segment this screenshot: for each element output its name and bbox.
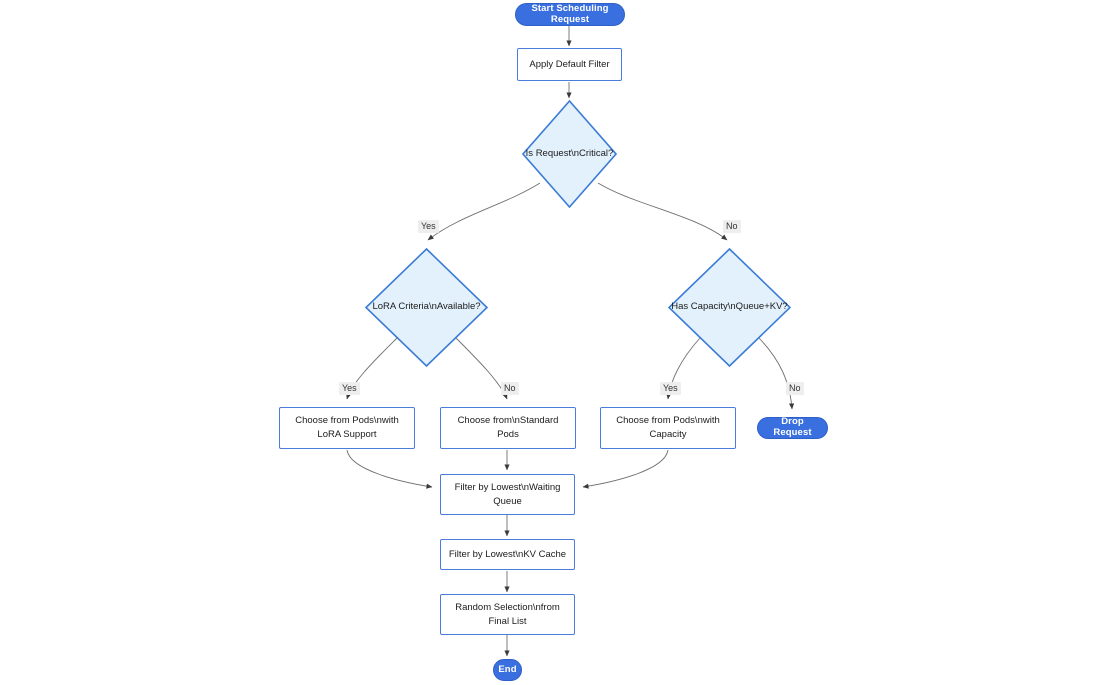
edge-label-lora-no: No	[501, 382, 519, 395]
edge-label-critical-no-text: No	[726, 221, 738, 231]
edge-label-lora-yes-text: Yes	[342, 383, 357, 393]
node-has-capacity[interactable]: Has Capacity\nQueue+KV?	[668, 248, 791, 367]
node-choose-capacity-pods[interactable]: Choose from Pods\nwith Capacity	[600, 407, 736, 449]
node-filter-kv-cache[interactable]: Filter by Lowest\nKV Cache	[440, 539, 575, 570]
edge-chooselora-to-filterqueue	[346, 449, 433, 489]
node-filter-waiting-queue[interactable]: Filter by Lowest\nWaiting Queue	[440, 474, 575, 515]
edge-label-critical-yes: Yes	[418, 220, 439, 233]
node-choose-lora-pods-line2: LoRA Support	[317, 429, 377, 440]
edge-label-capacity-yes-text: Yes	[663, 383, 678, 393]
node-is-request-critical-label: Is Request\nCritical?	[525, 147, 614, 159]
node-apply-default-filter[interactable]: Apply Default Filter	[517, 48, 622, 81]
node-drop-request-label: Drop Request	[773, 416, 812, 438]
edge-critical-to-capacity	[597, 182, 728, 241]
node-start[interactable]: Start Scheduling Request	[515, 3, 625, 26]
node-choose-lora-pods-line1: Choose from Pods\nwith	[295, 415, 399, 427]
node-filter-kv-cache-label: Filter by Lowest\nKV Cache	[448, 548, 567, 560]
edge-label-critical-no: No	[723, 220, 741, 233]
node-random-selection-line1: Random Selection\nfrom	[455, 601, 560, 613]
edge-label-capacity-no-text: No	[789, 383, 801, 393]
edge-label-capacity-yes: Yes	[660, 382, 681, 395]
node-start-label: Start Scheduling Request	[531, 2, 609, 25]
node-apply-default-filter-label: Apply Default Filter	[529, 58, 610, 70]
node-choose-capacity-pods-line1: Choose from Pods\nwith	[616, 415, 720, 427]
node-end-label: End	[498, 663, 517, 675]
node-lora-criteria-available-label: LoRA Criteria\nAvailable?	[372, 301, 481, 313]
edge-label-critical-yes-text: Yes	[421, 221, 436, 231]
node-random-selection[interactable]: Random Selection\nfrom Final List	[440, 594, 575, 635]
node-choose-standard-pods-line2: Pods	[497, 429, 519, 440]
node-choose-standard-pods-line1: Choose from\nStandard	[457, 415, 559, 427]
node-end[interactable]: End	[493, 659, 522, 681]
edge-label-capacity-no: No	[786, 382, 804, 395]
diamond-shape-icon	[522, 100, 617, 208]
diamond-shape-icon	[668, 248, 791, 367]
edge-choosecap-to-filterqueue	[582, 449, 669, 489]
node-filter-waiting-queue-line1: Filter by Lowest\nWaiting	[454, 481, 561, 493]
diamond-shape-icon	[365, 248, 488, 367]
node-choose-capacity-pods-line2: Capacity	[649, 429, 687, 440]
node-lora-criteria-available[interactable]: LoRA Criteria\nAvailable?	[365, 248, 488, 367]
node-filter-waiting-queue-line2: Queue	[493, 495, 522, 507]
node-has-capacity-label: Has Capacity\nQueue+KV?	[671, 301, 788, 313]
node-choose-standard-pods[interactable]: Choose from\nStandard Pods	[440, 407, 576, 449]
edge-label-lora-yes: Yes	[339, 382, 360, 395]
node-choose-lora-pods[interactable]: Choose from Pods\nwith LoRA Support	[279, 407, 415, 449]
node-random-selection-line2: Final List	[488, 615, 527, 627]
node-is-request-critical[interactable]: Is Request\nCritical?	[522, 100, 617, 208]
edge-label-lora-no-text: No	[504, 383, 516, 393]
node-drop-request[interactable]: Drop Request	[757, 416, 828, 439]
